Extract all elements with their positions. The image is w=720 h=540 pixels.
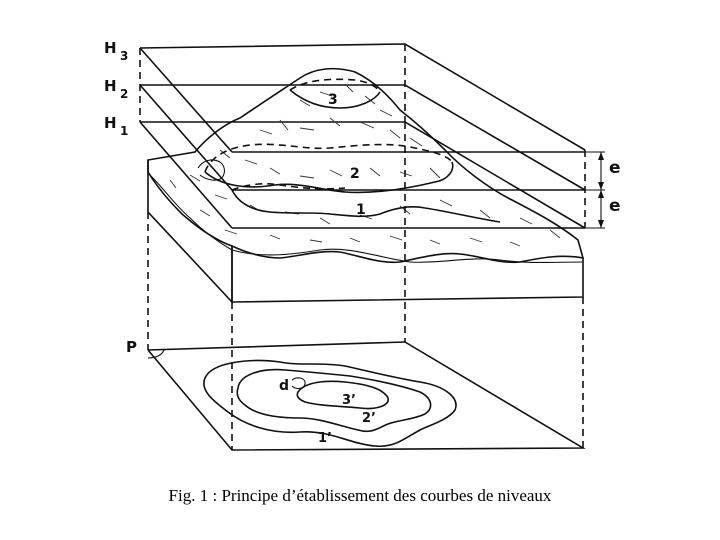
label-e-upper: e xyxy=(609,158,621,178)
contour-2 xyxy=(205,162,453,192)
label-h1: H xyxy=(104,114,117,132)
label-projected-d: d xyxy=(279,378,289,394)
label-h3-sub: 3 xyxy=(120,49,128,63)
plane-h3 xyxy=(140,44,585,152)
cave-projection xyxy=(292,378,305,389)
label-plane-p: P xyxy=(126,338,137,356)
contour-2-hidden xyxy=(205,144,452,172)
equidistance-markers xyxy=(585,152,605,228)
terrain-surface-outline xyxy=(148,69,583,263)
label-contour-1: 1 xyxy=(356,202,366,218)
label-h2-sub: 2 xyxy=(120,87,128,101)
label-h3: H xyxy=(104,39,117,57)
label-contour-3: 3 xyxy=(328,92,338,108)
label-projected-2: 2’ xyxy=(362,411,376,426)
label-h1-sub: 1 xyxy=(120,124,128,138)
terrain-hatching xyxy=(170,84,560,246)
figure-caption: Fig. 1 : Principe d’établissement des co… xyxy=(0,486,720,506)
terrain-left-profile xyxy=(150,175,232,250)
reference-plane-p xyxy=(148,342,583,450)
label-contour-2: 2 xyxy=(350,166,360,182)
label-projected-1: 1’ xyxy=(318,431,332,446)
label-h2: H xyxy=(104,77,117,95)
terrain-block xyxy=(148,69,583,302)
label-e-lower: e xyxy=(609,196,621,216)
label-projected-3: 3’ xyxy=(342,393,356,408)
